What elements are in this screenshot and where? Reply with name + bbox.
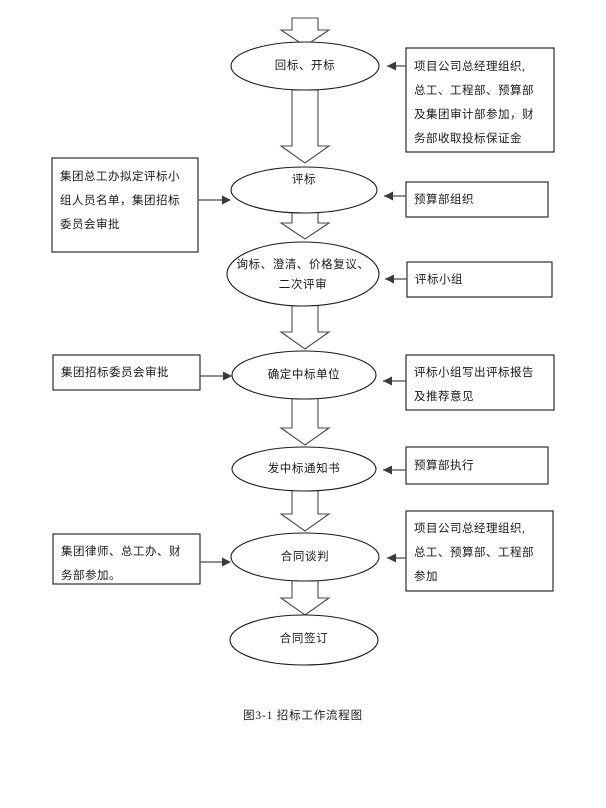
node-label-3: 询标、澄清、价格复议、 二次评审 (236, 259, 370, 291)
connector-right-6 (387, 553, 406, 563)
note-text-right-4: 评标小组写出评标报告 及推荐意见 (414, 367, 534, 403)
note-text-left-1: 集团总工办拟定评标小 组人员名单，集团招标 委员会审批 (60, 171, 180, 231)
figure-caption: 图3-1 招标工作流程图 (243, 710, 363, 722)
note-text-right-3: 评标小组 (415, 274, 463, 286)
note-text-right-5: 预算部执行 (414, 460, 474, 472)
flow-arrow-5-6 (279, 489, 331, 532)
flow-arrow-1-2 (279, 89, 331, 164)
connector-right-5 (383, 465, 406, 475)
node-ellipse-3[interactable] (226, 241, 380, 307)
note-box-right-1[interactable] (405, 47, 555, 153)
node-label-6: 合同谈判 (280, 551, 330, 563)
node-ellipse-7[interactable] (229, 614, 379, 666)
connector-right-1 (387, 61, 406, 71)
note-box-right-3[interactable] (406, 261, 553, 298)
note-box-left-2[interactable] (52, 354, 201, 391)
node-ellipse-5[interactable] (231, 446, 377, 492)
flow-arrow-3-4 (279, 304, 331, 350)
note-box-right-6[interactable] (405, 510, 554, 592)
node-ellipse-4[interactable] (231, 350, 377, 400)
note-box-right-2[interactable] (405, 181, 549, 218)
connector-right-2 (384, 191, 406, 201)
connector-right-4 (383, 376, 406, 386)
note-text-right-6: 项目公司总经理组织, 总工、预算部、工程部 参加 (414, 523, 534, 583)
node-ellipse-1[interactable] (230, 41, 380, 91)
note-box-left-1[interactable] (51, 157, 199, 253)
connector-right-3 (385, 274, 407, 284)
note-text-right-1: 项目公司总经理组织, 总工、工程部、预算部 及集团审计部参加，财 务部收取投标保… (414, 61, 534, 145)
connector-left-1 (198, 195, 231, 205)
note-text-left-3: 集团律师、总工办、财 务部参加。 (61, 546, 181, 582)
node-ellipse-2[interactable] (230, 166, 378, 214)
flow-arrow-entry (279, 17, 331, 47)
connector-left-2 (200, 371, 232, 381)
node-label-7: 合同签订 (279, 633, 329, 645)
node-label-2: 评标 (291, 174, 317, 186)
note-box-left-3[interactable] (52, 533, 201, 585)
flow-arrow-2-3 (279, 211, 331, 240)
node-ellipse-6[interactable] (230, 532, 380, 582)
note-box-right-4[interactable] (405, 354, 555, 411)
flow-arrow-4-5 (279, 397, 331, 446)
note-text-right-2: 预算部组织 (414, 194, 474, 206)
connector-left-3 (200, 557, 231, 567)
node-label-4: 确定中标单位 (267, 369, 341, 381)
note-text-left-2: 集团招标委员会审批 (61, 367, 169, 379)
node-label-5: 发中标通知书 (267, 463, 341, 475)
flow-arrow-6-7 (279, 579, 331, 616)
node-label-1: 回标、开标 (274, 60, 336, 72)
note-box-right-5[interactable] (405, 446, 549, 485)
